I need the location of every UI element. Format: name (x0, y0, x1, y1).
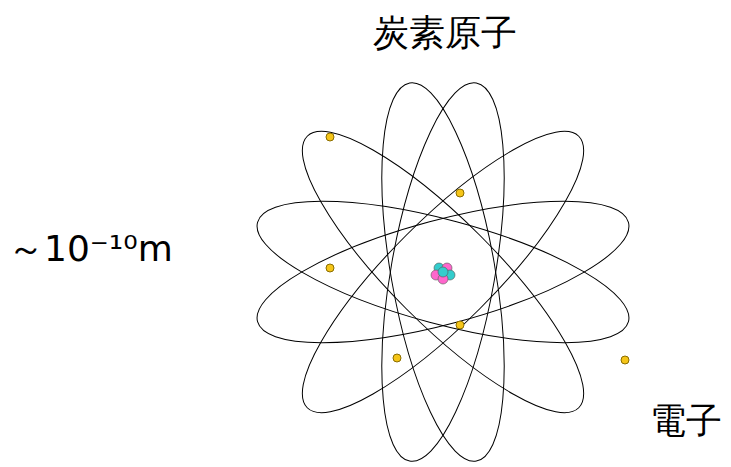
orbit (358, 74, 527, 467)
electron (456, 321, 464, 329)
electron (621, 356, 629, 364)
orbit (244, 172, 642, 372)
neutron (438, 267, 448, 277)
electron (456, 189, 464, 197)
orbit (244, 172, 642, 372)
size-label: ～10⁻¹⁰m (8, 228, 173, 269)
electron (326, 264, 334, 272)
electron (393, 354, 401, 362)
electron-label: 電子 (650, 400, 722, 441)
orbit (270, 99, 615, 444)
atom-title: 炭素原子 (373, 12, 517, 53)
electrons (326, 133, 629, 364)
nucleus (431, 263, 455, 284)
orbit (358, 74, 527, 467)
electron (326, 133, 334, 141)
orbit (270, 99, 615, 444)
orbits (244, 74, 642, 467)
